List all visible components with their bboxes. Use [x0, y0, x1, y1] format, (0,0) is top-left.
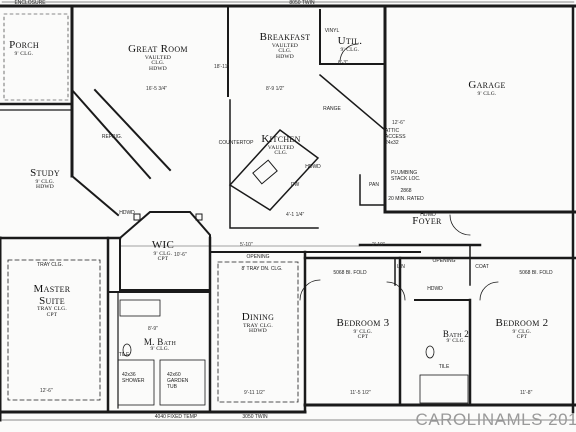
room-foyer: Foyer — [412, 215, 442, 227]
kitchen-island — [228, 128, 320, 211]
room-wic: WIC 9' CLG. CPT — [151, 239, 175, 263]
dim-bed2-width: 11'-8" — [520, 390, 533, 396]
wall-wic — [119, 211, 211, 291]
dim-great-height: 18'-11" — [214, 64, 230, 70]
door-swing — [339, 43, 359, 63]
bath2-tub — [419, 374, 469, 404]
kitchen-sink — [252, 159, 278, 185]
wall-pan — [359, 174, 386, 206]
note-opening-dining: OPENING — [246, 254, 270, 260]
note-hdwd-foyer: HDWD — [420, 212, 436, 218]
note-hdwd-wic: HDWD — [119, 210, 135, 216]
note-tile-bath2: TILE — [438, 364, 450, 370]
toilet — [425, 345, 435, 359]
kitchen-counter-upper — [318, 73, 386, 166]
note-fixed-temp: 4040 FIXED TEMP — [154, 414, 198, 420]
note-pan: PAN — [369, 182, 379, 188]
shower — [117, 359, 155, 406]
note-tray-master: TRAY CLG. — [37, 262, 63, 268]
column — [133, 213, 141, 221]
dim-breakfast-width: 8'-9 1/2" — [266, 86, 285, 92]
door-swing — [299, 279, 321, 301]
wall-angle-b — [93, 88, 172, 172]
room-study: Study 9' CLG. HDWD — [30, 167, 60, 191]
wall-angle-c — [70, 174, 120, 217]
note-attic: ATTIC ACCESS 24x32 — [385, 128, 406, 146]
note-lin: LIN — [397, 264, 405, 270]
dim-garage-depth: 12'-6" — [392, 120, 405, 126]
note-tray-dining: 8' TRAY DN. CLG. — [241, 266, 283, 272]
room-bedroom-2: Bedroom 2 9' CLG. CPT — [495, 317, 549, 341]
column — [195, 213, 203, 221]
room-great-room: Great Room VAULTED CLG. HDWD — [128, 43, 188, 73]
toilet — [122, 343, 132, 357]
note-refrig: REFRIG. — [101, 134, 123, 140]
note-vinyl: VINYL — [324, 28, 340, 34]
note-fold-bed3: 5068 BI. FOLD — [333, 270, 367, 276]
master-tray-line — [7, 259, 101, 401]
porch-dash — [3, 13, 69, 101]
note-fold-bed2: 5068 BI. FOLD — [519, 270, 553, 276]
room-breakfast: Breakfast VAULTED CLG. HDWD — [259, 31, 311, 61]
note-door-2868: 2868 — [400, 188, 412, 194]
dim-great-width: 16'-5 3/4" — [146, 86, 168, 92]
watermark: CAROLINAMLS 201 — [415, 410, 576, 429]
room-porch: Porch 9' CLG. — [9, 39, 39, 57]
vanity — [119, 299, 161, 317]
note-shower: 42x36 SHOWER — [122, 372, 145, 384]
kitchen-counter — [229, 99, 319, 229]
door-swing — [386, 281, 406, 301]
note-dw: DW — [290, 182, 300, 188]
room-name: Porch — [9, 39, 39, 51]
room-garage: Garage 9' CLG. — [468, 79, 506, 97]
dim-util-width: 6'-3" — [338, 60, 348, 66]
room-bath-2: Bath 2 9' CLG. — [442, 329, 470, 345]
dim-dining-width: 9'-11 1/2" — [244, 390, 265, 396]
dining-tray-line — [217, 261, 299, 403]
dim-kitchen-width: 4'-1 1/4" — [286, 212, 305, 218]
room-util: Util. 9' CLG. — [337, 35, 363, 53]
note-twin-top: 8050 TWIN — [289, 0, 315, 6]
note-countertop: COUNTERTOP — [218, 140, 254, 146]
wall-angle-a — [70, 88, 152, 180]
dim-bed3-width: 11'-5 1/2" — [350, 390, 371, 396]
note-plumbing: PLUMBING STACK LOC. — [391, 170, 421, 182]
dim-hall-width: 5'-10" — [240, 242, 253, 248]
note-range: RANGE — [323, 106, 341, 112]
dim-wic-width: 10'-6" — [174, 252, 187, 258]
dim-master-width: 12'-6" — [40, 388, 53, 394]
room-kitchen: Kitchen VAULTED CLG. — [261, 133, 301, 157]
note-hdwd-hall: HDWD — [427, 286, 443, 292]
door-swing — [449, 214, 471, 236]
room-dining: Dining TRAY CLG. HDWD — [241, 311, 275, 335]
dim-foyer-width: 2'-10" — [372, 242, 385, 248]
dim-mbath-width: 8'-9" — [148, 326, 158, 332]
room-bedroom-3: Bedroom 3 9' CLG. CPT — [336, 317, 390, 341]
note-opening-hall: OPENING — [432, 258, 456, 264]
note-twin: 3050 TWIN — [242, 414, 268, 420]
note-coat: COAT — [475, 264, 489, 270]
garden-tub — [159, 359, 206, 406]
room-m-bath: M. Bath 9' CLG. — [143, 337, 177, 353]
note-tile-mbath: TILE — [118, 352, 130, 358]
note-hdwd-kitchen: HDWD — [305, 164, 321, 170]
door-swing — [479, 281, 499, 301]
note-garden-tub: 42x60 GARDEN TUB — [167, 372, 189, 390]
room-master-suite: Master Suite TRAY CLG. CPT — [33, 283, 71, 318]
note-enclosure: ENCLOSURE — [14, 0, 46, 6]
note-rated: 20 MIN. RATED — [388, 196, 424, 202]
